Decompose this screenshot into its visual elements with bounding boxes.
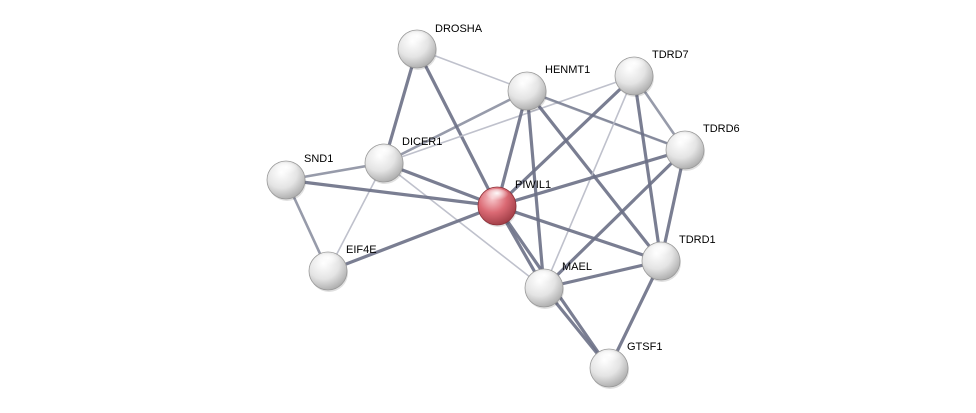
node-label-piwil1: PIWIL1 <box>515 179 551 191</box>
node-highlight <box>316 254 340 268</box>
edge-snd1-piwil1 <box>284 178 499 208</box>
edge-drosha-dicer1 <box>382 47 419 165</box>
edge-henmt1-piwil1 <box>495 89 529 208</box>
node-highlight <box>405 32 429 46</box>
node-drosha[interactable] <box>397 29 437 70</box>
edge-dicer1-tdrd7 <box>383 75 635 164</box>
node-label-tdrd6: TDRD6 <box>703 123 740 135</box>
edge-tdrd1-gtsf1 <box>607 259 663 370</box>
node-mael[interactable] <box>524 268 564 309</box>
edge-dicer1-eif4e <box>327 162 385 272</box>
edge-henmt1-mael <box>525 89 546 290</box>
edge-henmt1-tdrd6 <box>525 89 687 152</box>
node-gtsf1[interactable] <box>589 348 629 389</box>
node-dicer1[interactable] <box>364 143 404 184</box>
edge-layer <box>284 47 687 370</box>
node-highlight <box>274 163 298 177</box>
node-highlight <box>515 74 539 88</box>
edge-dicer1-piwil1 <box>382 161 499 208</box>
node-tdrd7[interactable] <box>614 56 654 97</box>
edge-mael-tdrd1 <box>542 259 663 290</box>
node-label-snd1: SND1 <box>304 153 333 165</box>
edge-tdrd7-piwil1 <box>495 74 636 208</box>
node-piwil1[interactable] <box>477 186 517 227</box>
edge-tdrd7-tdrd1 <box>632 74 663 263</box>
node-tdrd1[interactable] <box>641 241 681 282</box>
node-snd1[interactable] <box>266 160 306 201</box>
node-label-eif4e: EIF4E <box>346 244 377 256</box>
node-highlight <box>622 59 646 73</box>
edge-piwil1-tdrd1 <box>495 204 663 263</box>
node-highlight <box>649 244 673 258</box>
edge-eif4e-piwil1 <box>326 204 499 273</box>
node-highlight <box>597 351 621 365</box>
edge-dicer1-henmt1 <box>382 89 529 165</box>
node-highlight <box>372 146 396 160</box>
node-layer <box>266 29 705 389</box>
node-label-henmt1: HENMT1 <box>545 64 590 76</box>
node-label-dicer1: DICER1 <box>402 136 442 148</box>
node-henmt1[interactable] <box>507 71 547 112</box>
node-label-gtsf1: GTSF1 <box>627 341 662 353</box>
edge-tdrd6-piwil1 <box>495 148 687 208</box>
edge-tdrd6-mael <box>542 148 687 290</box>
edge-tdrd7-mael <box>543 75 635 289</box>
node-highlight <box>485 189 509 203</box>
node-highlight <box>673 133 697 147</box>
node-eif4e[interactable] <box>308 251 348 292</box>
edge-dicer1-mael <box>383 162 545 289</box>
node-label-drosha: DROSHA <box>435 23 483 35</box>
node-label-mael: MAEL <box>562 261 592 273</box>
node-label-tdrd1: TDRD1 <box>679 234 716 246</box>
label-layer: DROSHA HENMT1 TDRD7TDRD6DICER1SND1PIWIL1EI… <box>304 23 740 353</box>
node-highlight <box>532 271 556 285</box>
node-tdrd6[interactable] <box>665 130 705 171</box>
node-label-tdrd7: TDRD7 <box>652 49 689 61</box>
